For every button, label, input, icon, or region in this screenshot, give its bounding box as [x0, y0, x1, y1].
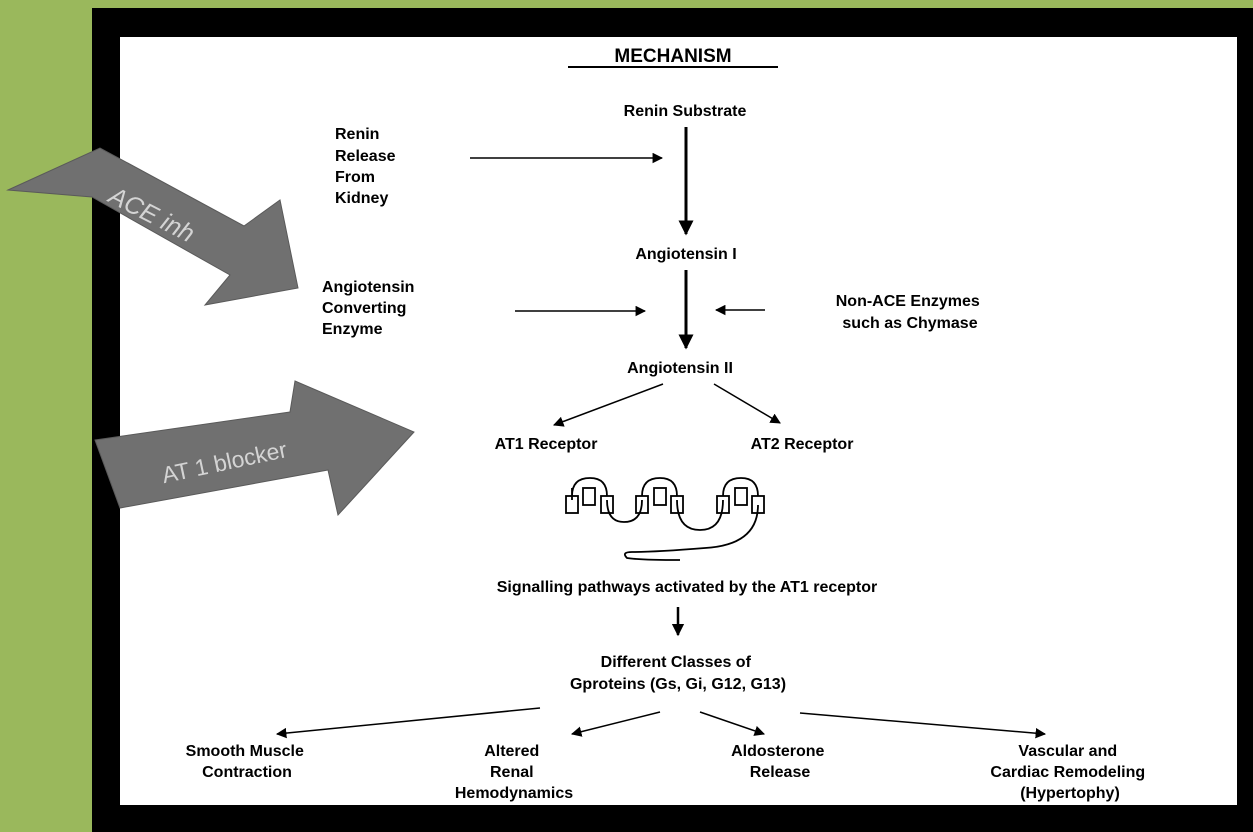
node-gproteins: Different Classes of Gproteins (Gs, Gi, …	[570, 654, 786, 693]
arrow-to-aldosterone	[699, 711, 765, 736]
arrow-to-smooth-muscle	[275, 707, 541, 739]
at1-blocker-callout: AT 1 blocker	[94, 380, 415, 517]
node-non-ace: Non-ACE Enzymes such as Chymase	[836, 293, 984, 332]
node-at2-receptor: AT2 Receptor	[751, 436, 854, 453]
node-angiotensin-1: Angiotensin I	[635, 246, 736, 263]
arrow-to-remodeling	[799, 712, 1047, 739]
node-renal: Altered Renal Hemodynamics	[455, 743, 573, 802]
node-angiotensin-2: Angiotensin II	[627, 360, 733, 377]
arrow-to-at2	[713, 383, 781, 424]
ace-inhibitor-callout: ACE inh	[6, 147, 299, 306]
node-signalling: Signalling pathways activated by the AT1…	[497, 579, 878, 596]
arrow-to-renal	[570, 711, 661, 737]
receptor-transmembrane-icon	[565, 477, 765, 561]
node-renin-substrate: Renin Substrate	[624, 103, 747, 120]
node-at1-receptor: AT1 Receptor	[495, 436, 598, 453]
node-ace: Angiotensin Converting Enzyme	[322, 279, 419, 338]
node-renin-release: Renin Release From Kidney	[335, 126, 400, 207]
node-aldosterone: Aldosterone Release	[731, 743, 829, 781]
arrow-to-at1	[553, 383, 664, 427]
node-remodeling: Vascular and Cardiac Remodeling (Hyperto…	[990, 743, 1149, 802]
diagram-title: MECHANISM	[614, 46, 731, 67]
node-smooth-muscle: Smooth Muscle Contraction	[186, 743, 309, 781]
